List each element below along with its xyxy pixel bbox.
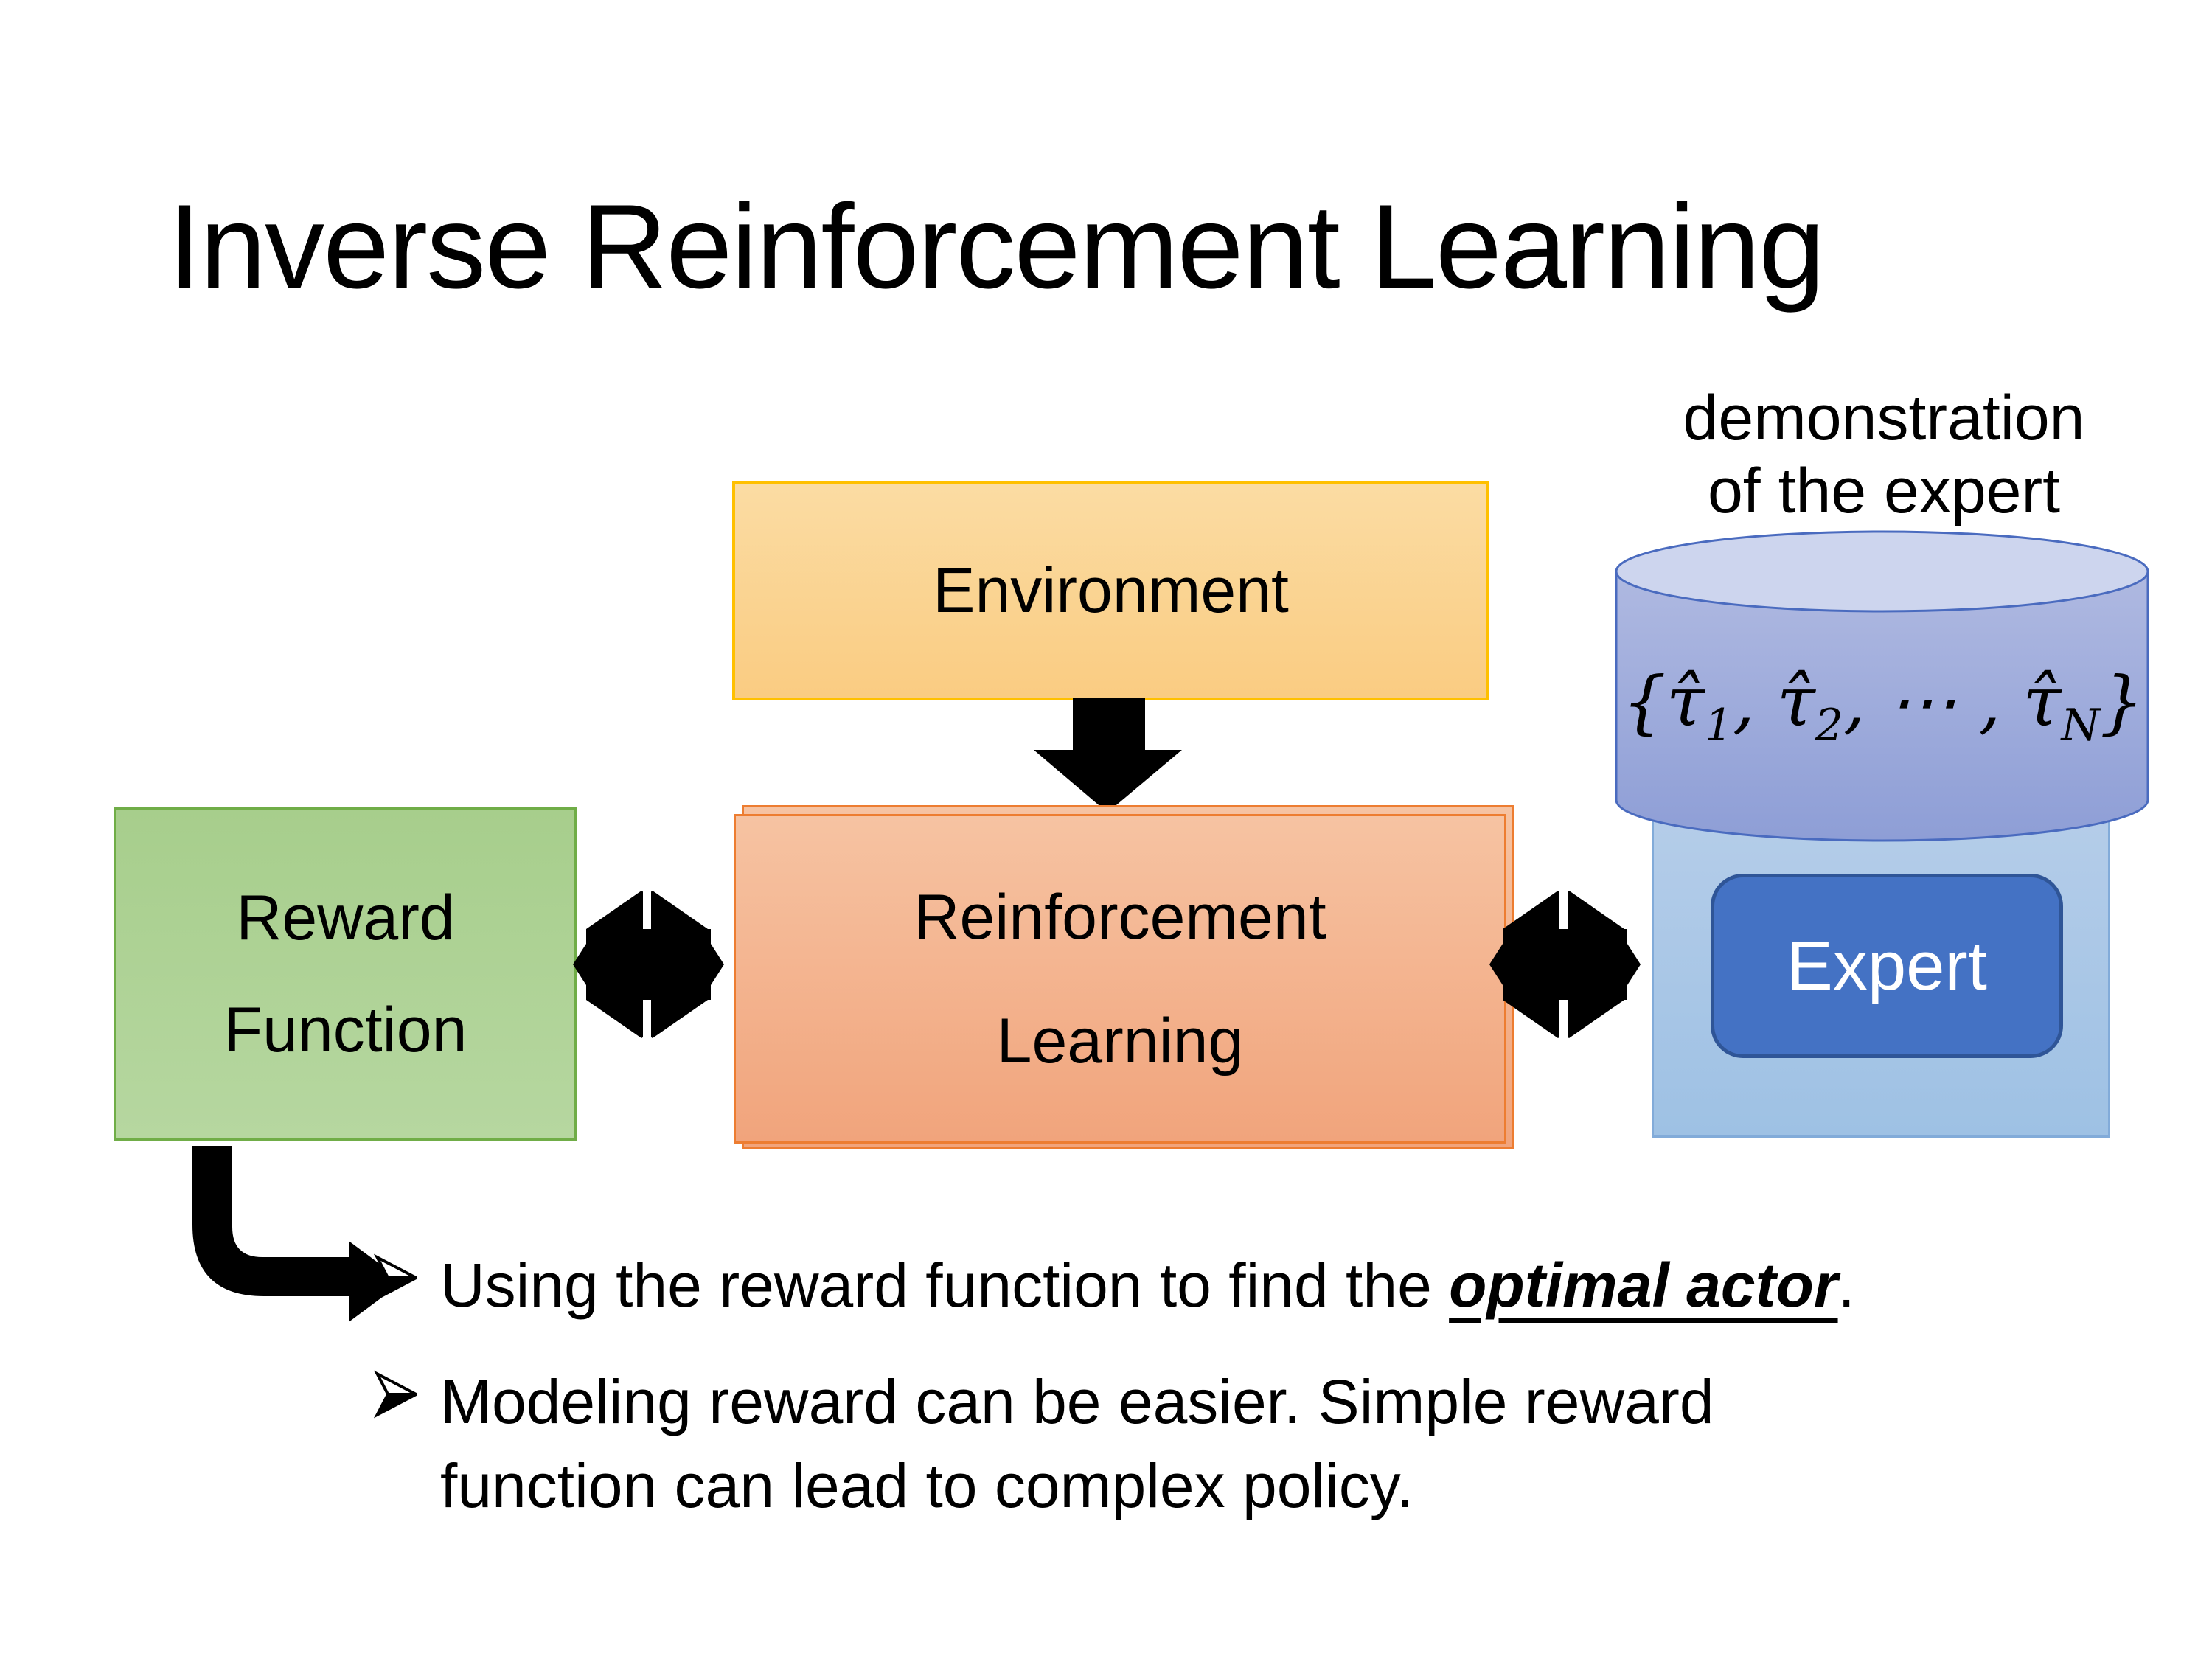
- environment-box: Environment: [732, 481, 1489, 700]
- trajectory-set-formula: {τ̂1, τ̂2, ⋯ , τ̂N}: [1622, 662, 2144, 751]
- bullet-arrowhead-icon: [373, 1253, 417, 1302]
- bullet-item-1: Using the reward function to find the op…: [372, 1243, 2142, 1327]
- expert-label: Expert: [1787, 927, 1987, 1004]
- demonstration-label: demonstration of the expert: [1578, 382, 2190, 528]
- bullet-line: function can lead to complex policy.: [440, 1451, 1413, 1520]
- bullet-text: Modeling reward can be easier. Simple re…: [440, 1360, 1714, 1528]
- bullet-segment: Using the reward function to find the: [440, 1251, 1450, 1320]
- demonstration-label-line2: of the expert: [1707, 456, 2061, 526]
- reward-function-label-line1: Reward: [236, 883, 455, 953]
- demonstration-database-icon: [1615, 530, 2149, 842]
- reinforcement-learning-label-line2: Learning: [996, 1005, 1244, 1077]
- reinforcement-learning-label-line1: Reinforcement: [914, 881, 1326, 953]
- bullet-text: Using the reward function to find the op…: [440, 1243, 1855, 1327]
- reward-to-bullets-bent-arrow-icon: [192, 1146, 403, 1322]
- expert-box: Expert: [1711, 874, 2063, 1058]
- bullet-segment-emphasized: optimal actor: [1449, 1251, 1838, 1320]
- bullet-list: Using the reward function to find the op…: [372, 1243, 2142, 1560]
- rl-expert-double-arrow-icon: [1489, 891, 1641, 1038]
- reward-function-label-line2: Function: [223, 995, 467, 1065]
- bullet-segment: .: [1837, 1251, 1855, 1320]
- demonstration-label-line1: demonstration: [1683, 383, 2085, 453]
- reward-function-box: Reward Function: [114, 807, 577, 1141]
- reward-rl-double-arrow-icon: [573, 891, 724, 1038]
- slide-title: Inverse Reinforcement Learning: [168, 180, 1825, 313]
- down-arrow-icon: [1034, 698, 1182, 813]
- bullet-arrowhead-icon: [373, 1370, 417, 1419]
- bullet-item-2: Modeling reward can be easier. Simple re…: [372, 1360, 2142, 1528]
- reinforcement-learning-box: Reinforcement Learning: [734, 814, 1506, 1144]
- bullet-line: Modeling reward can be easier. Simple re…: [440, 1367, 1714, 1436]
- environment-label: Environment: [933, 554, 1289, 626]
